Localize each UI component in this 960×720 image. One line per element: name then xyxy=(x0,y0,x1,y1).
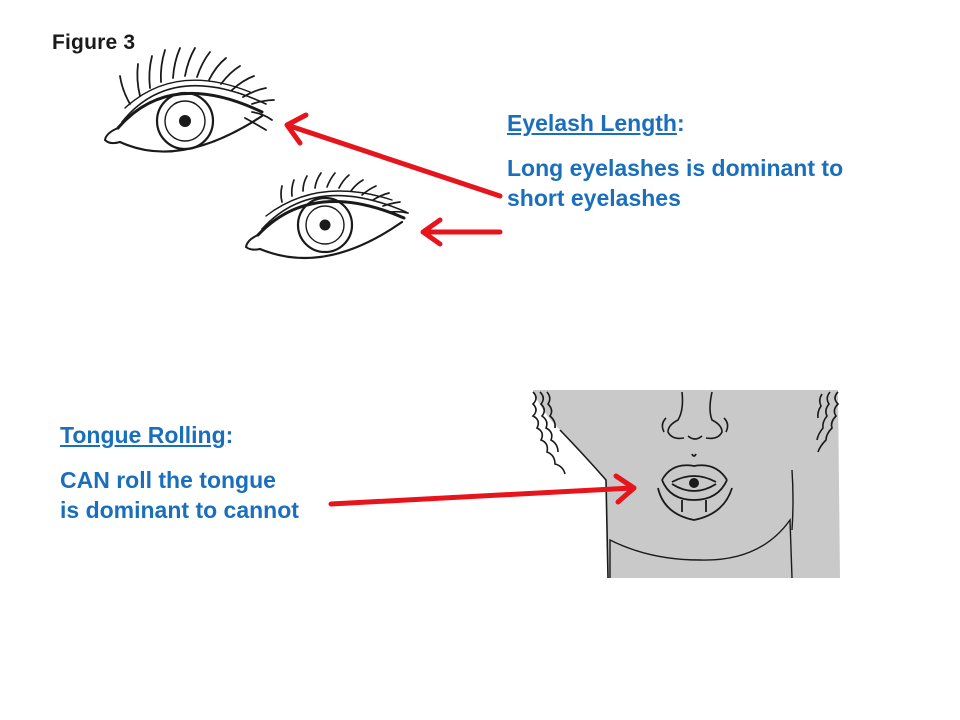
eyelash-length-text-block: Eyelash Length: Long eyelashes is domina… xyxy=(507,108,843,213)
tongue-rolling-heading-line: Tongue Rolling: xyxy=(60,420,299,450)
eyelash-length-text-line-2: short eyelashes xyxy=(507,185,681,211)
figure-label: Figure 3 xyxy=(52,31,136,54)
tongue-rolling-text-line-1: CAN roll the tongue xyxy=(60,467,276,493)
red-arrow-tongue xyxy=(328,473,637,507)
spacer xyxy=(507,138,843,153)
eyelash-length-heading-colon: : xyxy=(676,110,685,136)
tongue-rolling-text-block: Tongue Rolling: CAN roll the tongue is d… xyxy=(60,420,299,525)
eyelash-length-heading-line: Eyelash Length: xyxy=(507,108,843,138)
spacer xyxy=(60,450,299,465)
red-arrow-long-eyelash xyxy=(284,112,503,199)
tongue-rolling-text-line-2: is dominant to cannot xyxy=(60,497,299,523)
red-arrow-short-eyelash xyxy=(420,217,503,247)
short-eyelash-eye-illustration xyxy=(244,172,409,260)
long-eyelash-eye-illustration xyxy=(103,47,275,153)
tongue-rolling-face-illustration xyxy=(531,390,840,579)
tongue-rolling-heading: Tongue Rolling xyxy=(60,422,226,448)
eyelash-length-heading: Eyelash Length xyxy=(507,110,677,136)
eyelash-length-text-line-1: Long eyelashes is dominant to xyxy=(507,155,844,181)
tongue-rolling-heading-colon: : xyxy=(225,422,234,448)
